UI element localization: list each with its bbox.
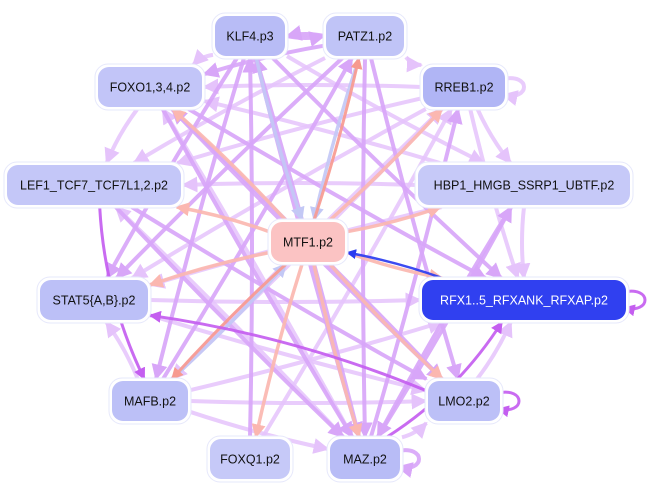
node-label: RREB1.p2 — [434, 81, 493, 95]
edge-foxo134-to-lef1 — [104, 107, 139, 165]
edge-mtf1-to-rreb1 — [328, 107, 444, 222]
edge-patz1-to-klf4 — [285, 25, 325, 41]
node-patz1[interactable]: PATZ1.p2 — [322, 12, 408, 60]
node-box — [423, 67, 505, 107]
node-label: HBP1_HMGB_SSRP1_UBTF.p2 — [434, 179, 615, 193]
edge-mtf1-to-mafb — [170, 262, 288, 381]
edge-hbp1-to-lef1 — [181, 176, 417, 193]
node-mtf1[interactable]: MTF1.p2 — [267, 218, 349, 266]
node-box — [210, 439, 290, 479]
node-label: PATZ1.p2 — [338, 30, 392, 44]
edge-maz-to-maz — [396, 448, 421, 478]
edge-stat5-to-rfx — [149, 292, 422, 309]
node-rfx[interactable]: RFX1..5_RFXANK_RFXAP.p2 — [418, 276, 630, 324]
edge-lmo2-to-lmo2 — [496, 390, 521, 418]
edge-foxq1-to-klf4 — [242, 56, 259, 438]
edge-rfx-to-rfx — [622, 289, 647, 317]
node-box — [215, 16, 285, 56]
edge-foxq1-to-rreb1 — [260, 107, 454, 439]
node-box — [40, 280, 148, 320]
edge-foxo134-to-rfx — [187, 107, 487, 280]
node-label: RFX1..5_RFXANK_RFXAP.p2 — [440, 294, 608, 308]
edge-lef1-to-lmo2 — [130, 205, 428, 381]
node-lef1[interactable]: LEF1_TCF7_TCF7L1,2.p2 — [3, 161, 185, 209]
node-box — [422, 280, 626, 320]
edge-mafb-to-mtf1 — [170, 262, 288, 381]
node-label: MTF1.p2 — [283, 236, 333, 250]
edge-patz1-to-rreb1 — [404, 55, 423, 73]
edge-mtf1-to-patz1 — [312, 56, 363, 221]
edge-mtf1-to-stat5 — [148, 250, 270, 288]
node-label: LMO2.p2 — [438, 395, 489, 409]
node-stat5[interactable]: STAT5{A,B}.p2 — [36, 276, 152, 324]
node-box — [428, 381, 500, 421]
edge-mtf1-to-maz — [312, 263, 363, 439]
edge-maz-to-lmo2 — [401, 421, 428, 440]
edge-lmo2-to-rfx — [475, 320, 513, 381]
node-label: FOXQ1.p2 — [220, 453, 280, 467]
node-box — [271, 222, 345, 262]
edge-patz1-to-lmo2 — [369, 57, 462, 381]
edge-patz1-to-mtf1 — [310, 57, 361, 222]
edge-rreb1-to-hbp1 — [475, 108, 513, 165]
edge-mafb-to-patz1 — [161, 56, 354, 381]
node-label: FOXO1,3,4.p2 — [110, 81, 191, 95]
edge-klf4-to-mtf1 — [254, 57, 305, 222]
node-label: MAFB.p2 — [124, 395, 176, 409]
node-label: MAZ.p2 — [343, 453, 387, 467]
node-box — [98, 67, 202, 107]
edge-klf4-to-foxo134 — [191, 49, 214, 67]
node-box — [330, 439, 400, 479]
node-box — [418, 165, 630, 205]
edge-mtf1-to-lef1 — [175, 202, 270, 234]
edge-lmo2-to-stat5 — [148, 310, 427, 392]
edge-stat5-to-lmo2 — [149, 313, 428, 395]
node-foxo134[interactable]: FOXO1,3,4.p2 — [94, 63, 206, 111]
edge-klf4-to-mafb — [151, 57, 246, 381]
edge-rreb1-to-rreb1 — [501, 76, 526, 106]
edge-hbp1-to-rfx — [514, 206, 531, 280]
node-lmo2[interactable]: LMO2.p2 — [424, 377, 504, 425]
edges-layer — [98, 25, 647, 478]
node-label: LEF1_TCF7_TCF7L1,2.p2 — [20, 179, 168, 193]
edge-rreb1-to-lef1 — [175, 96, 422, 167]
node-rreb1[interactable]: RREB1.p2 — [419, 63, 509, 111]
node-box — [7, 165, 181, 205]
edge-rreb1-to-stat5 — [130, 107, 427, 280]
edge-mtf1-to-lmo2 — [328, 262, 444, 381]
node-foxq1[interactable]: FOXQ1.p2 — [206, 435, 294, 483]
node-label: KLF4.p3 — [226, 30, 273, 44]
node-maz[interactable]: MAZ.p2 — [326, 435, 404, 483]
edge-patz1-to-maz — [356, 57, 373, 439]
node-box — [112, 381, 188, 421]
edge-mtf1-to-foxo134 — [171, 107, 287, 222]
node-hbp1[interactable]: HBP1_HMGB_SSRP1_UBTF.p2 — [414, 161, 634, 209]
edge-foxo134-to-maz — [160, 108, 355, 439]
edge-mafb-to-rfx — [189, 318, 445, 393]
node-klf4[interactable]: KLF4.p3 — [211, 12, 289, 60]
edge-hbp1-to-foxo134 — [202, 96, 441, 165]
edge-mtf1-to-hbp1 — [346, 204, 442, 234]
node-label: STAT5{A,B}.p2 — [53, 294, 136, 308]
node-mafb[interactable]: MAFB.p2 — [108, 377, 192, 425]
edge-mtf1-to-foxq1 — [251, 263, 304, 439]
edge-rfx-to-mtf1 — [346, 249, 443, 280]
node-box — [326, 16, 404, 56]
